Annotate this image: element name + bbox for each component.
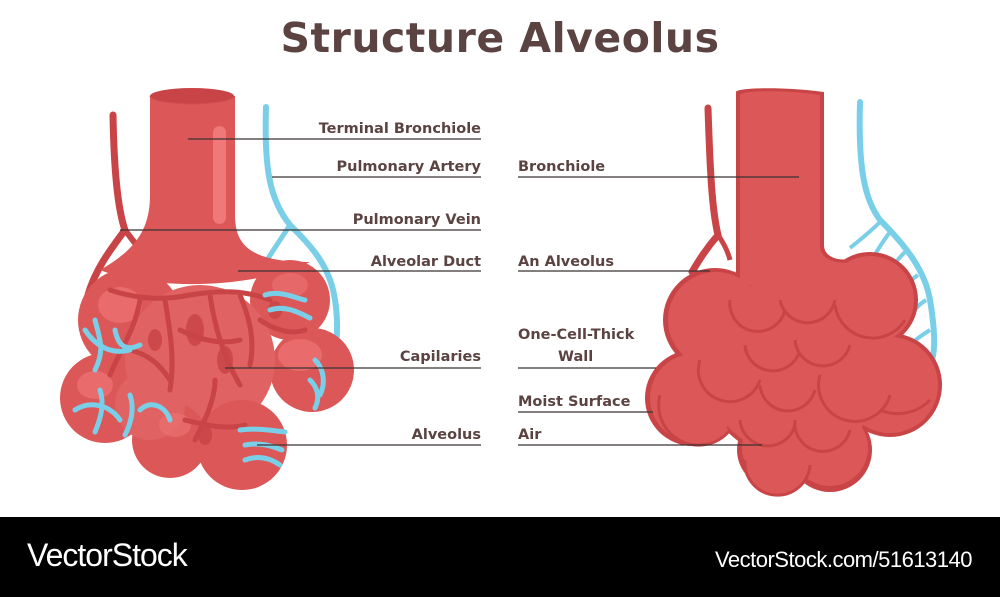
image-url: VectorStock.com/51613140 — [714, 547, 973, 572]
label-moist-surface: Moist Surface — [518, 394, 631, 410]
label-air: Air — [518, 427, 542, 443]
leader-lines — [120, 138, 799, 446]
label-one-cell-thick: One-Cell-Thick — [518, 327, 635, 343]
label-alveolus: Alveolus — [411, 427, 481, 443]
label-wall: Wall — [558, 349, 594, 365]
right-alveolus-illustration — [645, 88, 942, 497]
label-an-alveolus: An Alveolus — [518, 254, 614, 270]
brand-logo: VectorStock — [27, 537, 188, 573]
label-pulmonary-vein: Pulmonary Vein — [352, 212, 481, 228]
label-alveolar-duct: Alveolar Duct — [370, 254, 481, 270]
label-bronchiole: Bronchiole — [518, 159, 606, 175]
label-pulmonary-artery: Pulmonary Artery — [336, 159, 482, 175]
watermark-footer: VectorStock VectorStock.com/51613140 — [0, 517, 1000, 597]
diagram-title: Structure Alveolus — [280, 14, 720, 62]
label-capilaries: Capilaries — [399, 349, 481, 365]
alveolus-illustrations — [60, 88, 942, 497]
left-alveolus-illustration — [60, 88, 354, 490]
label-terminal-bronchiole: Terminal Bronchiole — [318, 121, 481, 137]
